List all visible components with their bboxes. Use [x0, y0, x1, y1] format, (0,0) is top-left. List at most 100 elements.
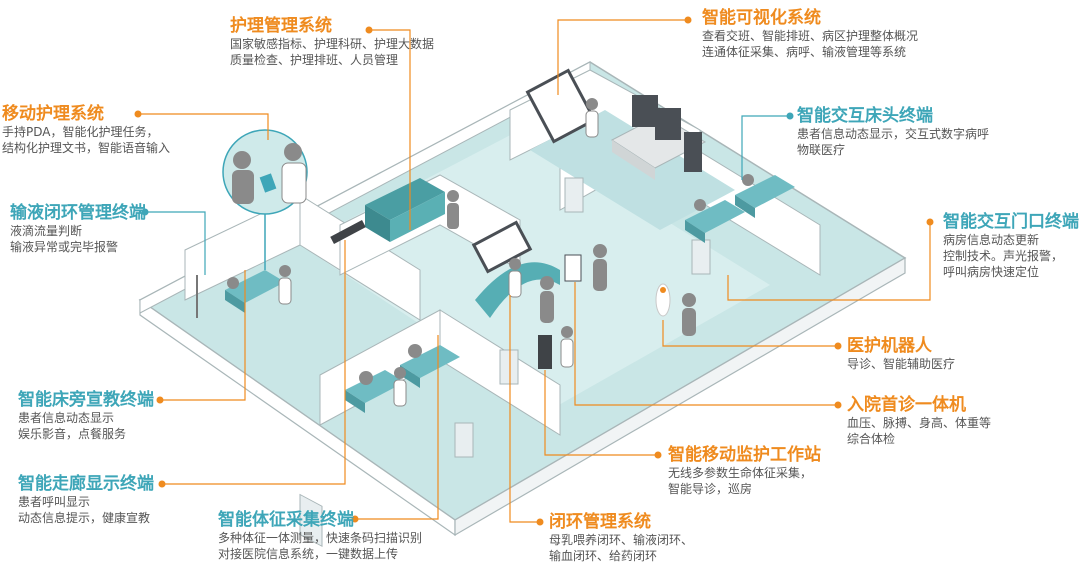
- nurse-4: [278, 265, 292, 305]
- label-infusion: 输液闭环管理终端 液滴流量判断 输液异常或完毕报警: [10, 203, 146, 255]
- bed-left: [225, 270, 285, 313]
- desc-line: 物联医疗: [797, 143, 846, 157]
- visual-wall-screen: [525, 68, 597, 144]
- desc-line: 控制技术。声光报警，: [943, 249, 1064, 263]
- label-closed-loop: 闭环管理系统 母乳喂养闭环、输液闭环、 输血闭环、给药闭环: [549, 512, 693, 564]
- desc-line: 患者呼叫显示: [18, 495, 91, 509]
- desc-line: 病房信息动态更新: [943, 233, 1040, 247]
- label-smart-visual: 智能可视化系统 查看交班、智能排班、病区护理整体概况 连通体征采集、病呼、输液管…: [702, 8, 918, 60]
- desc-line: 手持PDA，智能化护理任务，: [2, 125, 159, 139]
- door-3: [564, 177, 584, 213]
- connector-infusion: [145, 211, 206, 275]
- people: [227, 98, 754, 407]
- bed-bottom-1: [345, 370, 405, 413]
- desc-line: 综合体检: [847, 432, 896, 446]
- desc-line: 连通体征采集、病呼、输液管理等系统: [702, 45, 907, 59]
- label-door-terminal: 智能交互门口终端 病房信息动态更新 控制技术。声光报警， 呼叫病房快速定位: [943, 212, 1079, 280]
- storage-cabinet-side: [390, 192, 445, 242]
- connector-bedside-edu: [160, 270, 246, 401]
- corridor-display-bar: [330, 220, 366, 244]
- connectors: [134, 16, 934, 526]
- nurse-2: [508, 258, 522, 298]
- desc-line: 血压、脉搏、身高、体重等: [847, 416, 992, 430]
- label-mobile-nursing: 移动护理系统 手持PDA，智能化护理任务， 结构化护理文书，智能语音输入: [2, 104, 170, 156]
- desc-line: 动态信息提示，健康宣教: [18, 511, 151, 525]
- desc-line: 查看交班、智能排班、病区护理整体概况: [702, 29, 919, 43]
- desc-line: 呼叫病房快速定位: [943, 265, 1040, 279]
- title: 医护机器人: [847, 336, 932, 356]
- patient-1: [227, 277, 239, 289]
- nurse-1: [447, 190, 459, 229]
- desc-line: 液滴流量判断: [10, 224, 83, 238]
- title: 智能走廊显示终端: [18, 474, 154, 494]
- door-2: [691, 239, 711, 275]
- nurse-6: [585, 98, 599, 138]
- label-robot: 医护机器人 导诊、智能辅助医疗: [847, 336, 955, 372]
- desc-line: 输血闭环、给药闭环: [549, 549, 658, 563]
- patient-5: [742, 174, 754, 186]
- connector-smart-visual: [557, 19, 688, 95]
- desc-line: 母乳喂养闭环、输液闭环、: [549, 533, 694, 547]
- bed-top-right-1: [735, 175, 795, 218]
- mobile-workstation: [538, 335, 552, 369]
- title: 闭环管理系统: [549, 512, 651, 532]
- label-admission: 入院首诊一体机 血压、脉搏、身高、体重等 综合体检: [847, 395, 991, 447]
- label-bedside-terminal: 智能交互床头终端 患者信息动态显示，交互式数字病呼 物联医疗: [797, 106, 989, 158]
- desc-line: 智能导诊，巡房: [668, 482, 753, 496]
- connector-admission: [574, 282, 838, 406]
- visitor-2: [540, 276, 554, 323]
- admission-kiosk: [564, 254, 582, 282]
- robot: [655, 283, 671, 317]
- title: 智能交互床头终端: [797, 106, 933, 126]
- monitor-1: [632, 95, 658, 127]
- title: 智能可视化系统: [702, 8, 821, 28]
- nurse-counter: [475, 262, 560, 318]
- storage-cabinet-front: [365, 205, 390, 242]
- desc-line: 无线多参数生命体征采集，: [668, 466, 813, 480]
- desc-line: 患者信息动态显示: [18, 411, 115, 425]
- furniture: [196, 68, 795, 413]
- nurse-station-floor: [530, 110, 735, 230]
- desc-line: 质量检查、护理排班、人员管理: [230, 53, 399, 67]
- title: 智能体征采集终端: [218, 510, 354, 530]
- desk-front: [612, 140, 655, 180]
- robot-eye: [660, 287, 666, 293]
- title: 智能移动监护工作站: [668, 445, 821, 465]
- label-vitals: 智能体征采集终端 多种体征一体测量，快速条码扫描识别 对接医院信息系统，一键数据…: [218, 510, 422, 562]
- connector-door-terminal: [727, 222, 931, 301]
- desc-line: 导诊、智能辅助医疗: [847, 357, 956, 371]
- monitor-3: [684, 132, 702, 172]
- patient-3: [408, 344, 422, 358]
- mobile-nursing-zoom-bubble: [222, 129, 308, 270]
- visitor-1: [593, 244, 607, 291]
- label-nursing-mgmt: 护理管理系统 国家敏感指标、护理科研、护理大数据 质量检查、护理排班、人员管理: [230, 16, 434, 68]
- nurse-3: [560, 326, 574, 368]
- storage-cabinet: [365, 178, 445, 220]
- connector-mobile-nursing: [138, 113, 269, 140]
- desc-line: 多种体征一体测量，快速条码扫描识别: [218, 531, 423, 545]
- desc-line: 结构化护理文书，智能语音输入: [2, 141, 171, 155]
- connector-nursing-mgmt: [369, 29, 411, 230]
- title: 智能床旁宣教终端: [18, 390, 154, 410]
- visitor-3: [682, 293, 696, 336]
- title: 入院首诊一体机: [847, 395, 966, 415]
- label-corridor: 智能走廊显示终端 患者呼叫显示 动态信息提示，健康宣教: [18, 474, 154, 526]
- title: 智能交互门口终端: [943, 212, 1079, 232]
- outer-wall-right: [454, 256, 906, 537]
- desc-line: 国家敏感指标、护理科研、护理大数据: [230, 37, 435, 51]
- corridor-wall-screen: [471, 220, 533, 274]
- connector-mobile-station: [544, 370, 658, 456]
- title: 护理管理系统: [230, 16, 332, 36]
- connector-vitals: [355, 335, 439, 520]
- door-4: [454, 422, 474, 458]
- desc-line: 对接医院信息系统，一键数据上传: [218, 547, 399, 561]
- monitor-2: [655, 108, 681, 140]
- connector-closed-loop: [509, 295, 540, 523]
- label-bedside-edu: 智能床旁宣教终端 患者信息动态显示 娱乐影音，点餐服务: [18, 390, 154, 442]
- desc-line: 输液异常或完毕报警: [10, 240, 119, 254]
- nurse-5: [393, 367, 407, 407]
- desc-line: 娱乐影音，点餐服务: [18, 427, 127, 441]
- desc-line: 患者信息动态显示，交互式数字病呼: [797, 127, 990, 141]
- door-1: [299, 493, 323, 547]
